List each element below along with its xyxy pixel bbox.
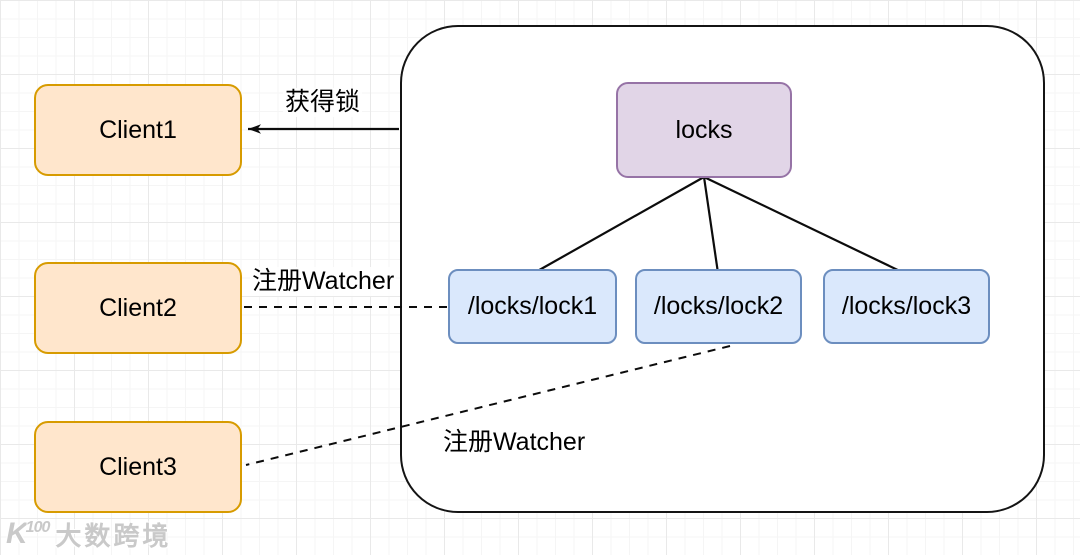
- node-lock2-label: /locks/lock2: [653, 292, 784, 320]
- node-client3: Client3: [34, 421, 242, 513]
- node-client1-label: Client1: [99, 115, 177, 144]
- node-client3-label: Client3: [99, 452, 177, 481]
- label-register-watcher-client2: 注册Watcher: [250, 267, 397, 296]
- node-lock3: /locks/lock3: [823, 269, 990, 344]
- watermark: K100 大数跨境: [6, 514, 171, 554]
- node-locks-root: locks: [616, 82, 792, 178]
- node-client2: Client2: [34, 262, 242, 354]
- node-client2-label: Client2: [99, 293, 177, 322]
- node-client1: Client1: [34, 84, 242, 176]
- node-lock1-label: /locks/lock1: [467, 292, 598, 320]
- watermark-logo-icon: K100: [6, 517, 50, 550]
- node-lock1: /locks/lock1: [448, 269, 617, 344]
- watermark-text: 大数跨境: [55, 520, 172, 551]
- node-lock2: /locks/lock2: [635, 269, 802, 344]
- node-locks-root-label: locks: [675, 115, 733, 144]
- node-lock3-label: /locks/lock3: [841, 292, 972, 320]
- label-register-watcher-client3: 注册Watcher: [441, 428, 588, 457]
- label-acquire-lock: 获得锁: [283, 88, 363, 117]
